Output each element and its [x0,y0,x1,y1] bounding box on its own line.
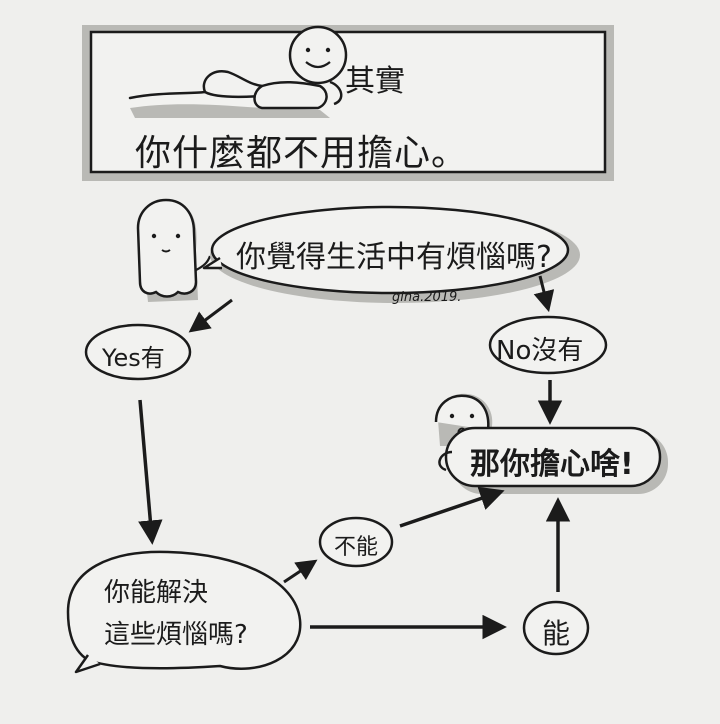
header-panel [82,25,614,181]
can-node [522,600,590,656]
arrow-cannot-to-result [399,486,505,528]
question-bubble [202,205,580,303]
header-title-line2: 你什麼都不用擔心。 [135,133,469,174]
yes-node [84,323,192,381]
yes-label: Yes有 [102,344,165,372]
ghost-figure-illustration [136,198,212,302]
header-title-line1: 其實 [345,64,405,99]
cannot-node [318,516,394,568]
can-solve-line1: 你能解決 [104,578,209,608]
cannot-label: 不能 [334,535,379,560]
no-node [488,315,608,375]
lying-figure-illustration [128,25,348,118]
question-text: 你覺得生活中有煩惱嗎? [236,240,552,275]
result-text: 那你擔心啥! [470,447,634,482]
can-label: 能 [542,617,571,650]
arrow-question-to-no [533,275,555,313]
arrow-yes-to-can-solve [138,399,163,545]
arrow-question-to-yes [188,298,233,333]
no-label: No沒有 [496,336,584,366]
can-solve-bubble [66,550,302,674]
can-solve-line2: 這些煩惱嗎? [104,620,248,650]
result-bubble [438,426,668,494]
arrow-can-solve-to-cannot [283,559,318,584]
signature: gina.2019. [392,290,462,305]
